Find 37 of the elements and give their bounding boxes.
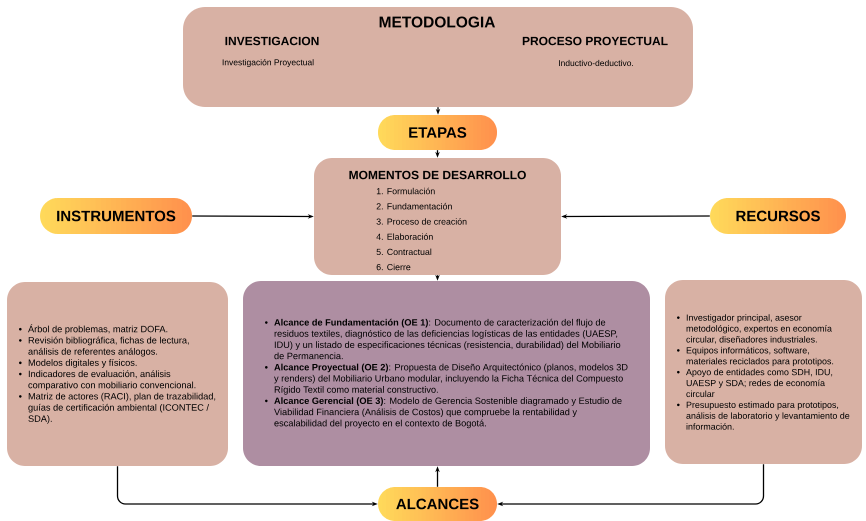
bullet-item: Alcance de Fundamentación (OE 1): Documento de caracterización del flujo de residuos textiles, diagnóstico de las deficiencias logísticas de las entidades (UAESP, IDU) y un listado de especificaciones técnicas (resistencia, durabilidad) del Mobiliario de Permanencia. xyxy=(265,318,620,360)
panel xyxy=(7,282,228,466)
bullet-item: Alcance Gerencial (OE 3): Modelo de Gerencia Sostenible diagramado y Estudio de Viabilidad Financiera (Análisis de Costos) que compruebe la rentabilidad y escalabilidad del proyecto en el contexto de Bogotá. xyxy=(265,397,622,428)
bullet-item: Árbol de problemas, matriz DOFA. xyxy=(19,324,168,334)
bullet-item: Matriz de actores (RACI), plan de trazabilidad, guías de certificación ambiental (ICONTEC / SDA). xyxy=(19,392,216,424)
bullet-item: Investigador principal, asesor metodológico, expertos en economía circular, diseñadores industriales. xyxy=(677,314,832,344)
bullet-item: Presupuesto estimado para prototipos, análisis de laboratorio y levantamiento de información. xyxy=(677,401,850,430)
node-label: RECURSOS xyxy=(736,210,820,222)
column-heading: PROCESO PROYECTUAL xyxy=(522,36,668,46)
panel xyxy=(314,158,561,275)
stage-pill: RECURSOS xyxy=(710,198,846,234)
node-label: ETAPAS xyxy=(409,127,466,138)
list-item: 4. Elaboración xyxy=(376,233,433,240)
stage-pill: INSTRUMENTOS xyxy=(40,198,192,234)
bullet-item: Equipos informáticos, software, materiales reciclados para prototipos. xyxy=(677,346,834,366)
list-item: 3. Proceso de creación xyxy=(376,218,466,225)
list-item: 6. Cierre xyxy=(376,264,410,270)
list-item: 2. Fundamentación xyxy=(376,202,452,210)
stage-pill: ETAPAS xyxy=(378,115,497,150)
title: METODOLOGIA xyxy=(380,16,496,28)
column-text: Investigación Proyectual xyxy=(222,58,314,67)
bullet-item: Apoyo de entidades como SDH, IDU, UAESP y SDA; redes de economía circular xyxy=(677,368,832,398)
heading: MOMENTOS DE DESARROLLO xyxy=(349,170,526,180)
node-label: ALCANCES xyxy=(396,498,479,510)
panel xyxy=(183,7,693,107)
bullet-item: Alcance Proyectual (OE 2): Propuesta de Diseño Arquitectónico (planos, modelos 3D y renders) del Mobiliario Urbano modular, incluyendo la Ficha Técnica del Compuesto Rígido Textil como material constructivo. xyxy=(265,364,628,395)
bullet-item: Indicadores de evaluación, análisis comparativo con mobiliario convencional. xyxy=(19,370,196,390)
bullet-item: Modelos digitales y físicos. xyxy=(19,359,137,368)
column-text: Inductivo-deductivo. xyxy=(559,60,634,66)
column-heading: INVESTIGACION xyxy=(225,36,319,46)
panel xyxy=(665,280,862,464)
node-label: INSTRUMENTOS xyxy=(57,210,176,222)
bullet-item: Revisión bibliográfica, fichas de lectura, análisis de referentes análogos. xyxy=(19,336,189,357)
panel xyxy=(243,281,650,466)
stage-pill: ALCANCES xyxy=(378,487,497,521)
list-item: 1. Formulación xyxy=(376,188,435,194)
list-item: 5. Contractual xyxy=(376,248,432,256)
